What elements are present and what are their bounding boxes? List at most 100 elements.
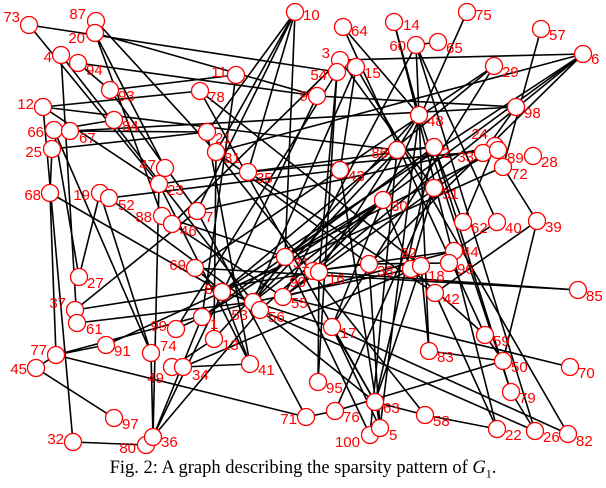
node-41 [240,354,260,374]
node-32 [63,432,83,452]
node-28 [523,146,543,166]
node-25 [42,139,62,159]
node-label: 92 [400,245,417,262]
node-label: 22 [505,427,522,444]
node-label: 87 [69,6,86,23]
edge-12-86 [42,106,398,151]
node-42 [425,283,445,303]
edge-71-77 [55,354,307,418]
edge-17-8 [221,291,333,328]
node-label: 91 [114,343,131,360]
node-label: 11 [211,64,227,81]
node-label: 51 [442,186,459,203]
edge-89-31 [284,149,499,258]
node-39 [527,211,547,231]
node-91 [96,335,116,355]
node-18 [411,256,431,276]
node-label: 58 [433,413,450,430]
node-label: 27 [87,275,104,292]
node-9 [307,86,327,106]
edge-91-8 [105,291,223,346]
node-label: 4 [44,49,52,66]
edge-60-26 [415,44,536,432]
node-1 [192,307,212,327]
node-20 [85,23,105,43]
edge-35-89 [247,149,499,173]
node-label: 26 [543,429,560,446]
node-label: 67 [79,130,96,147]
node-label: 36 [161,434,178,451]
node-98 [506,97,526,117]
node-54 [327,62,347,82]
node-label: 66 [27,124,44,141]
node-label: 85 [586,288,603,305]
edge-22-42 [434,292,498,430]
edge-21-41 [206,131,251,365]
node-label: 74 [160,338,177,355]
node-label: 29 [502,64,519,81]
node-label: 99 [150,318,167,335]
node-label: 75 [475,7,492,24]
node-label: 88 [135,209,152,226]
node-label: 47 [139,157,156,174]
edge-54-99 [175,71,338,330]
node-label: 95 [326,380,343,397]
node-label: 16 [328,271,345,288]
node-72 [493,157,513,177]
edge-2-62 [433,146,464,223]
edge-29-17 [331,65,495,328]
edge-32-12 [42,106,74,443]
edge-45-97 [35,367,115,419]
node-12 [33,97,53,117]
node-label: 76 [343,409,360,426]
node-21 [197,122,217,142]
node-label: 30 [391,198,408,215]
node-label: 8 [205,281,213,298]
node-79 [501,382,521,402]
edge-30-17 [331,199,384,328]
node-23 [149,174,169,194]
node-4 [51,45,71,65]
edge-19-27 [78,192,101,278]
node-15 [346,57,366,77]
node-61 [67,313,87,333]
figure-caption: Fig. 2: A graph describing the sparsity … [0,458,606,482]
edge-61-53 [76,301,254,324]
node-label: 35 [256,170,273,187]
edge-81-6 [215,53,584,153]
node-89 [488,140,508,160]
node-label: 39 [545,219,562,236]
edge-31-2 [284,146,435,258]
node-14 [384,12,404,32]
node-label: 13 [222,337,239,354]
edge-93-7 [109,89,198,212]
edge-34-41 [182,363,251,368]
node-85 [568,280,588,300]
edge-13-81 [213,151,217,340]
edge-52-56 [108,197,261,311]
node-48 [409,105,429,125]
node-33 [473,143,493,163]
edge-30-53 [252,199,384,303]
node-label: 98 [524,105,541,122]
node-label: 31 [293,255,310,272]
node-label: 83 [437,349,454,366]
edge-26-56 [259,309,536,432]
node-label: 44 [462,244,479,261]
node-label: 45 [10,361,27,378]
edge-30-31 [284,199,384,258]
node-label: 84 [122,118,139,135]
edge-67-98 [69,106,517,132]
edge-12-78 [42,90,201,108]
node-22 [487,419,507,439]
edge-14-22 [393,21,498,430]
node-label: 21 [215,130,232,147]
edge-80-32 [72,441,147,446]
node-56 [250,300,270,320]
edge-81-58 [215,151,426,416]
node-label: 82 [576,433,593,450]
node-94 [68,53,88,73]
edge-51-92 [410,187,435,270]
edge-25-21 [51,131,208,150]
